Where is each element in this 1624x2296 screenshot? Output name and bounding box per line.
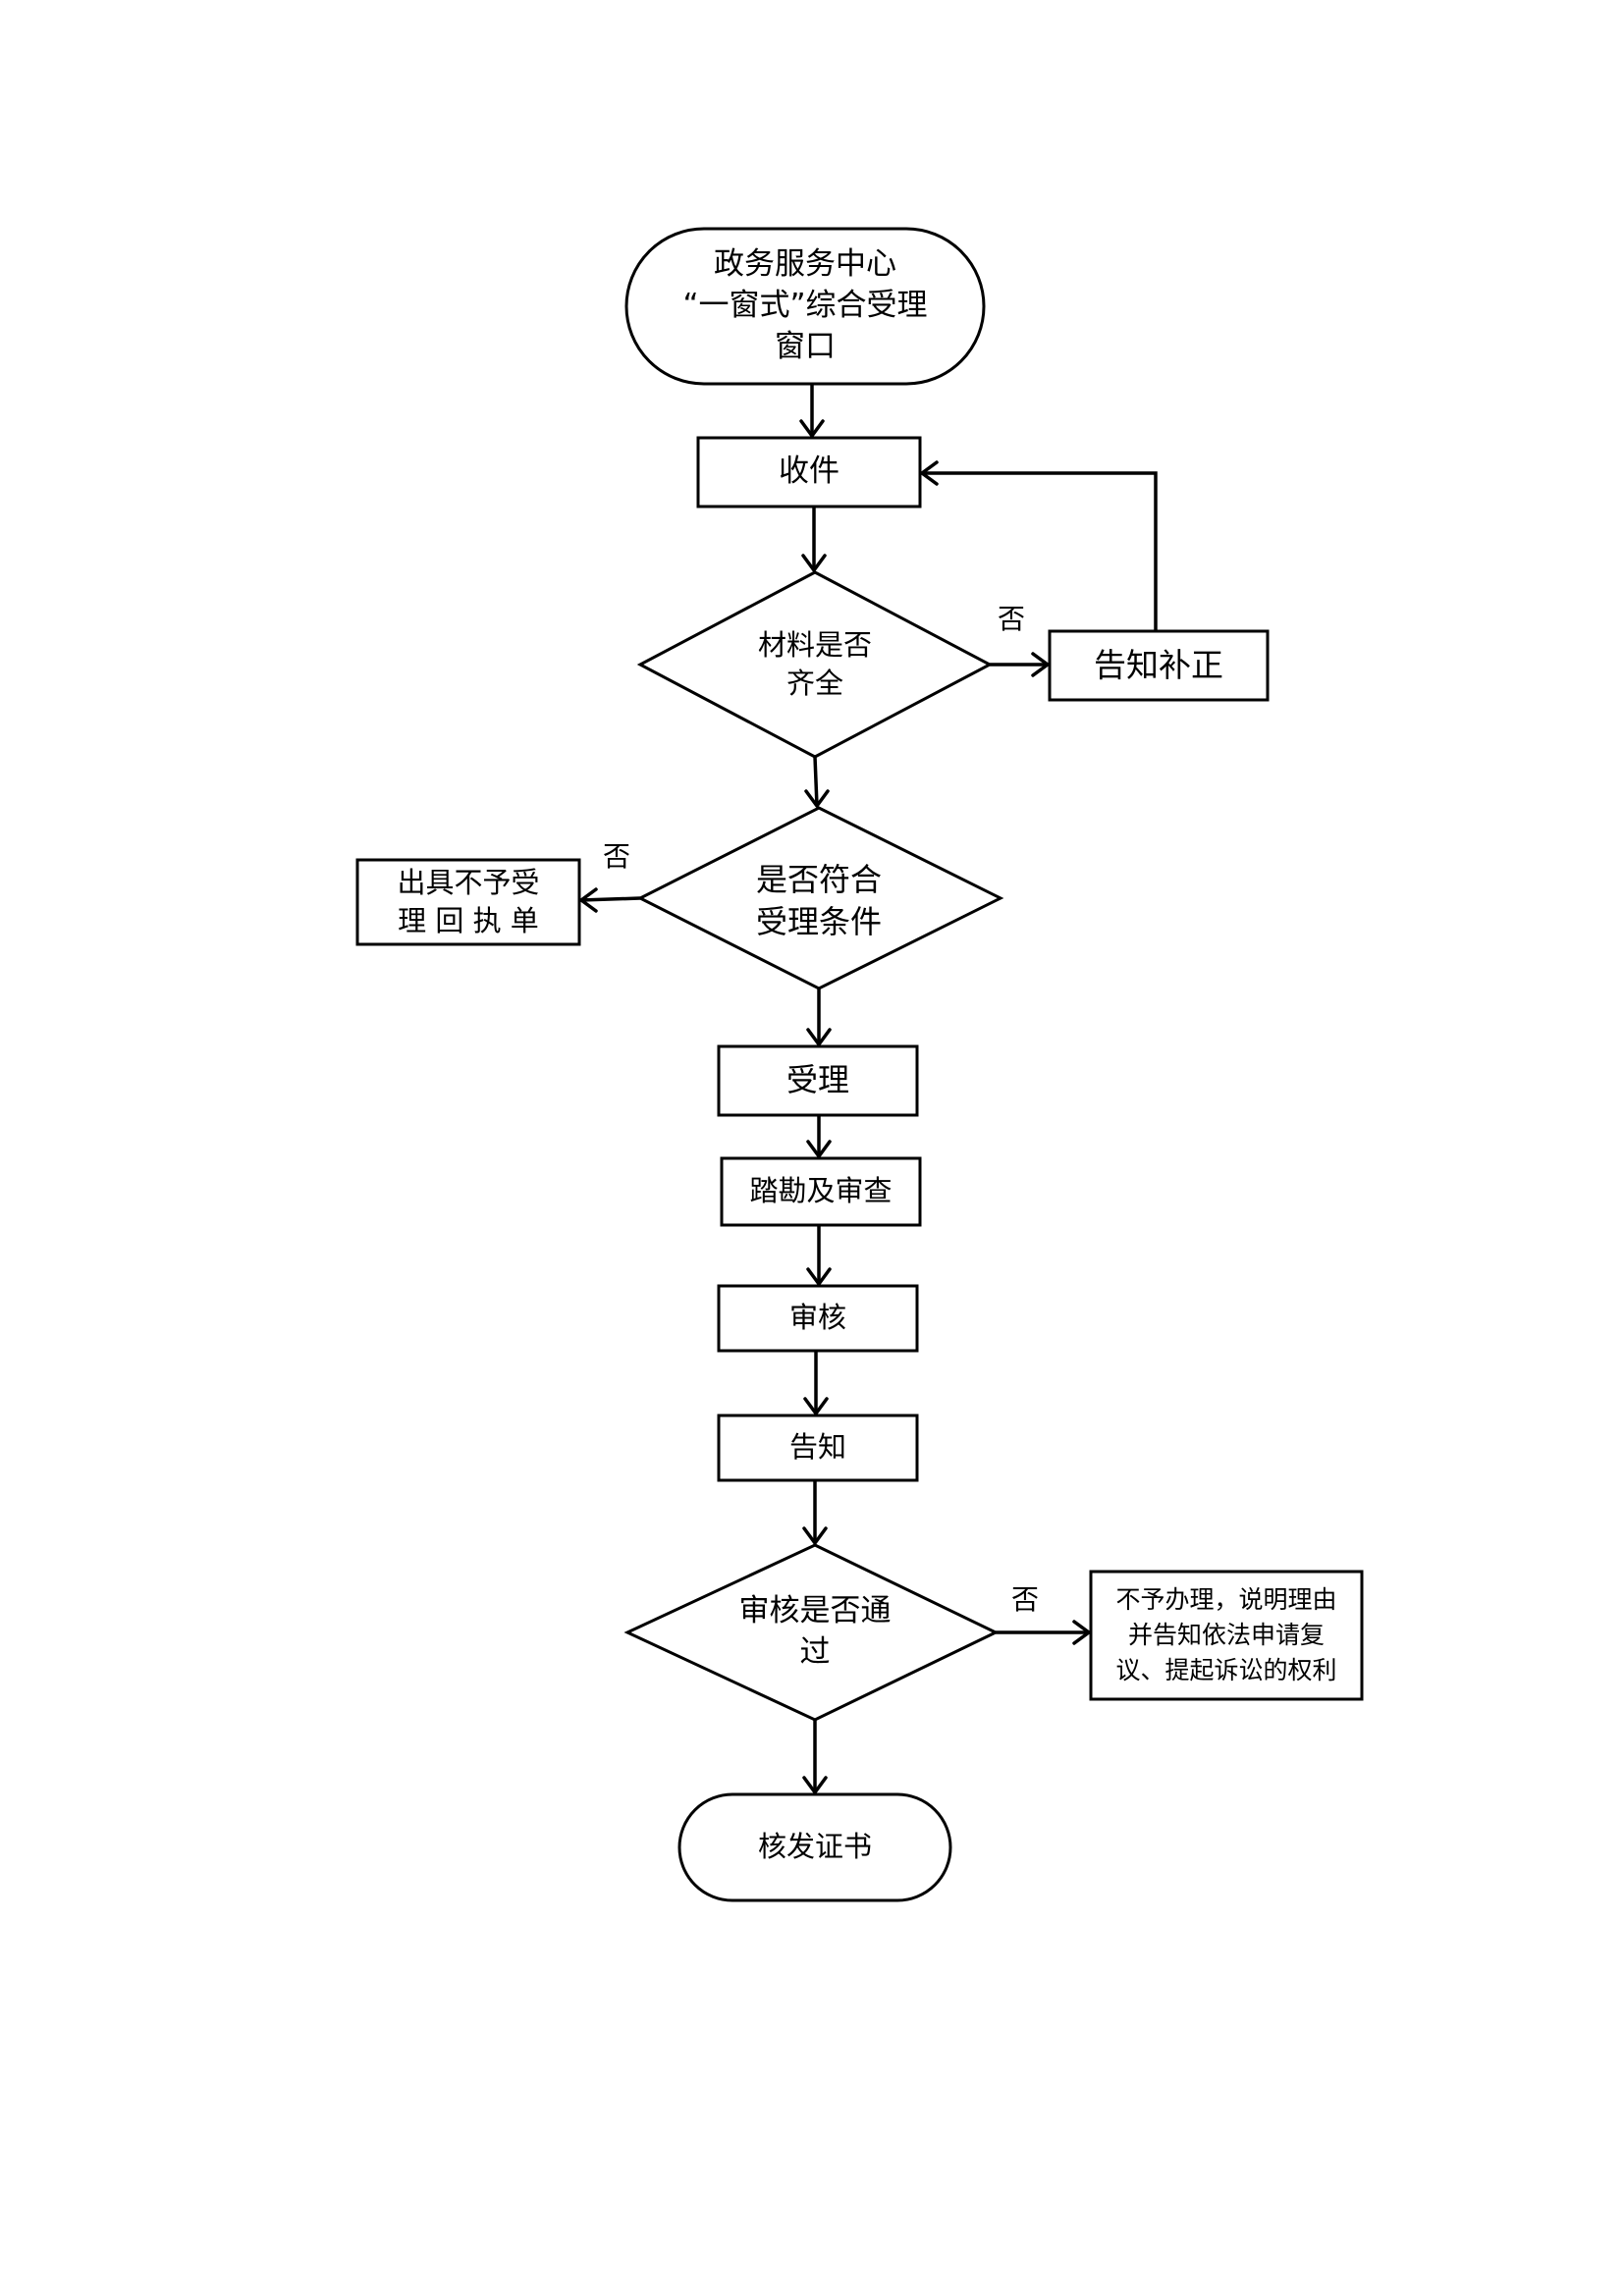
arrow-start-to-receive	[799, 384, 825, 438]
correction-label: 告知补正	[1094, 645, 1223, 684]
review-box-shape	[720, 1156, 922, 1227]
arrow-audit-to-notify	[803, 1351, 829, 1415]
no-label-materials: 否	[997, 603, 1025, 636]
notify-label: 告知	[788, 1430, 846, 1465]
conditions-decision-label: 是否符合 受理条件	[755, 860, 882, 940]
correction-box-shape	[1048, 629, 1270, 702]
reject-explain-box-shape	[1089, 1570, 1364, 1701]
accept-label: 受理	[785, 1061, 849, 1099]
arrow-pass-to-reject-explain	[996, 1620, 1091, 1645]
arrow-notify-to-pass	[802, 1480, 828, 1545]
arrow-review-to-audit	[806, 1225, 832, 1286]
arrow-pass-to-end	[802, 1720, 828, 1794]
audit-label: 审核	[788, 1301, 846, 1335]
audit-box-shape	[717, 1284, 919, 1353]
reject-receipt-box-shape	[355, 858, 581, 946]
arrow-conditions-to-accept	[806, 988, 832, 1046]
start-terminal-label: 政务服务中心 “一窗式”综合受理 窗口	[682, 246, 928, 364]
arrow-conditions-to-reject	[579, 887, 641, 913]
arrow-correction-loop-to-receive	[920, 460, 1158, 631]
receive-box-shape	[696, 436, 922, 508]
materials-decision-label: 材料是否 齐全	[757, 627, 872, 700]
end-terminal-label: 核发证书	[757, 1830, 872, 1864]
notify-box-shape	[717, 1414, 919, 1482]
end-terminal-shape	[677, 1792, 952, 1902]
arrow-accept-to-review	[806, 1115, 832, 1158]
arrow-receive-to-materials	[801, 507, 827, 572]
reject-receipt-label: 出具不予受 理 回 执 单	[397, 865, 540, 937]
receive-label: 收件	[779, 454, 839, 490]
no-label-pass: 否	[1010, 1583, 1039, 1617]
review-label: 踏勘及审查	[749, 1174, 893, 1208]
pass-decision-label: 审核是否通 过	[738, 1593, 892, 1670]
arrow-materials-to-correction	[990, 652, 1050, 677]
start-terminal-shape	[624, 227, 986, 386]
arrow-materials-to-conditions	[804, 756, 830, 808]
reject-explain-label: 不予办理，说明理由 并告知依法申请复 议、提起诉讼的权利	[1115, 1584, 1337, 1685]
no-label-conditions: 否	[602, 840, 630, 874]
